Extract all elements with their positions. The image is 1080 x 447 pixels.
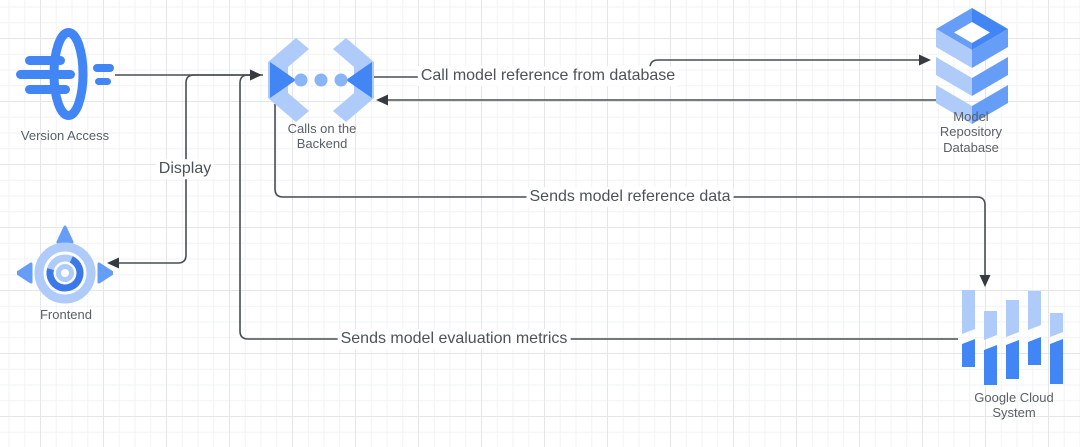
arrowhead-into-backend-left [250, 69, 262, 81]
edge-sends-model-evaluation-metrics[interactable] [239, 74, 958, 340]
api-brackets-glyph [268, 38, 374, 122]
node-label-backend: Calls on the Backend [287, 121, 357, 152]
edge-label-sends-model-evaluation-metrics[interactable]: Sends model evaluation metrics [337, 329, 571, 349]
edge-label-display[interactable]: Display [155, 159, 215, 179]
database-stack-glyph [936, 8, 1008, 124]
version-access-glyph [16, 28, 114, 120]
dataflow-bars-icon[interactable] [958, 286, 1068, 390]
arrowhead-into-google-cloud [979, 275, 991, 287]
arrowhead-into-backend-right [376, 94, 388, 106]
frontend-gauge-glyph [17, 225, 113, 304]
edge-label-call-model-reference[interactable]: Call model reference from database [417, 66, 679, 86]
node-label-version-access: Version Access [20, 128, 110, 143]
dataflow-bars-glyph [962, 290, 1063, 385]
arrowhead-into-frontend [107, 257, 119, 269]
node-label-frontend: Frontend [39, 307, 93, 322]
version-access-icon[interactable] [14, 28, 118, 122]
node-label-model-repository-database: Model Repository Database [939, 109, 1003, 155]
edge-label-sends-model-reference-data[interactable]: Sends model reference data [526, 187, 734, 207]
database-stack-icon[interactable] [933, 6, 1009, 128]
node-label-google-cloud-system: Google Cloud System [974, 390, 1054, 421]
arrowhead-into-database [919, 54, 931, 66]
frontend-gauge-icon[interactable] [17, 224, 113, 320]
cloud-api-brackets-icon[interactable] [265, 36, 377, 124]
